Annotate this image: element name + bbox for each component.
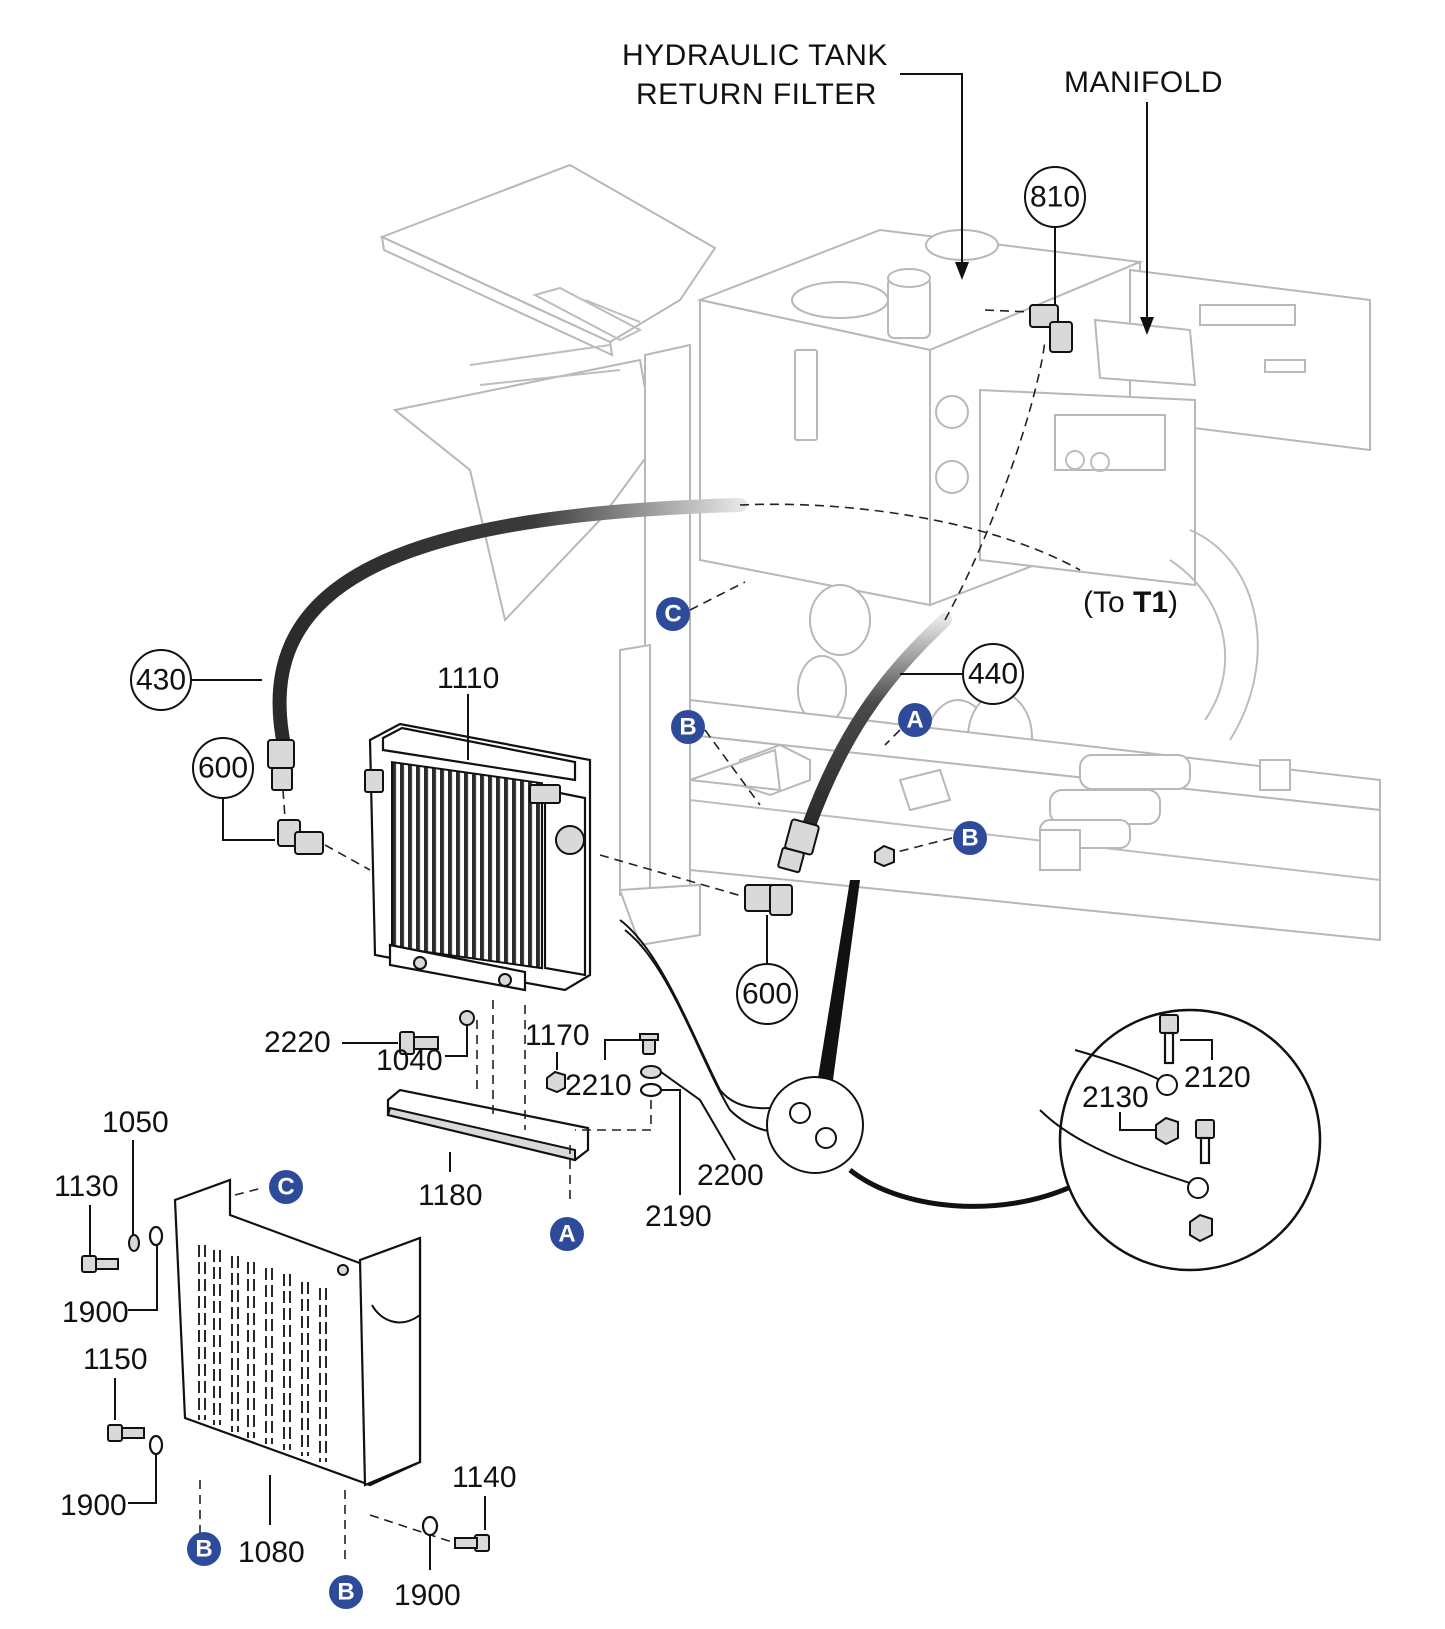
bubble-600-right: 600 — [742, 978, 792, 1011]
label-1140: 1140 — [452, 1461, 517, 1494]
svg-text:B: B — [961, 825, 978, 852]
oil-cooler-1110 — [364, 722, 592, 992]
bubble-430: 430 — [136, 664, 186, 697]
svg-text:C: C — [277, 1174, 294, 1201]
ref-marker-a-bottom: A — [550, 1217, 584, 1251]
label-1130: 1130 — [54, 1170, 119, 1203]
callout-filter-line1: HYDRAULIC TANK — [622, 39, 888, 72]
label-1110-group: 1110 — [437, 662, 499, 760]
bubble-440: 440 — [968, 658, 1018, 691]
label-2120: 2120 — [1184, 1061, 1251, 1094]
label-1900-a: 1900 — [62, 1296, 129, 1329]
washer-1050: 1050 — [102, 1106, 169, 1252]
label-1110: 1110 — [437, 662, 499, 695]
callout-440: 440 — [900, 643, 1024, 705]
ref-marker-c-top: C — [656, 581, 746, 631]
bolt-1130: 1130 — [54, 1170, 119, 1273]
svg-text:B: B — [337, 1579, 354, 1606]
svg-text:B: B — [679, 714, 696, 741]
washer-1900-c: 1900 — [394, 1515, 461, 1612]
fitting-600-right: 600 — [599, 854, 798, 1025]
ref-marker-b-cover-left: B — [187, 1532, 221, 1566]
bolt-1150: 1150 — [83, 1343, 148, 1442]
callout-filter-line2: RETURN FILTER — [636, 78, 877, 111]
label-1180: 1180 — [418, 1179, 483, 1212]
fitting-810: 810 — [984, 166, 1086, 353]
ref-marker-b-cover-right: B — [329, 1575, 363, 1609]
hose-440 — [801, 339, 1046, 835]
washer-1040: 1040 — [376, 1010, 475, 1077]
svg-text:A: A — [558, 1221, 575, 1248]
label-2190: 2190 — [645, 1200, 712, 1233]
callout-manifold: MANIFOLD — [1064, 66, 1223, 99]
label-2210: 2210 — [565, 1069, 632, 1102]
hydraulic-tank-filter-callout: HYDRAULIC TANK RETURN FILTER — [622, 39, 969, 280]
ref-marker-b-right: B — [874, 821, 987, 868]
cover-1080: 1080 — [173, 1178, 422, 1569]
hose-440-end-fitting — [777, 818, 820, 874]
bubble-600-left: 600 — [198, 752, 248, 785]
bolt-1140: 1140 — [369, 1461, 517, 1552]
label-1050: 1050 — [102, 1106, 169, 1139]
label-1150: 1150 — [83, 1343, 148, 1376]
bolt-2210-stack: 2210 2200 2190 — [565, 1033, 764, 1233]
label-2130: 2130 — [1082, 1081, 1149, 1114]
washer-1900-b: 1900 — [60, 1434, 164, 1522]
bubble-810: 810 — [1030, 181, 1080, 214]
ref-marker-b-column: B — [671, 710, 761, 806]
label-1040: 1040 — [376, 1044, 443, 1077]
to-t1-callout: (To T1) — [1083, 586, 1178, 619]
hose-430 — [272, 498, 1081, 757]
ref-marker-c-cover: C — [269, 1170, 303, 1204]
to-t1-label: (To T1) — [1083, 586, 1178, 619]
label-1900-c: 1900 — [394, 1579, 461, 1612]
fitting-600-left: 600 — [192, 737, 371, 871]
cover-vent-slots — [198, 1245, 327, 1462]
washer-1900-a: 1900 — [62, 1225, 164, 1329]
svg-text:C: C — [664, 601, 681, 628]
bolt-2220: 2220 — [264, 1026, 439, 1059]
detail-ring-terminals — [766, 880, 1077, 1209]
nut-1170: 1170 — [525, 1019, 590, 1094]
label-2200: 2200 — [697, 1159, 764, 1192]
label-1900-b: 1900 — [60, 1489, 127, 1522]
svg-text:B: B — [195, 1536, 212, 1563]
label-1080: 1080 — [238, 1536, 305, 1569]
label-2220: 2220 — [264, 1026, 331, 1059]
bracket-1180: 1180 — [386, 1000, 590, 1212]
svg-text:A: A — [906, 707, 923, 734]
callout-430: 430 — [130, 649, 262, 711]
ref-marker-a-right: A — [884, 703, 932, 746]
label-1170: 1170 — [525, 1019, 590, 1052]
manifold-callout: MANIFOLD — [1064, 66, 1223, 335]
detail-ground-connection: 2120 2130 — [1039, 1008, 1322, 1272]
hose-430-end-fitting — [267, 739, 295, 791]
